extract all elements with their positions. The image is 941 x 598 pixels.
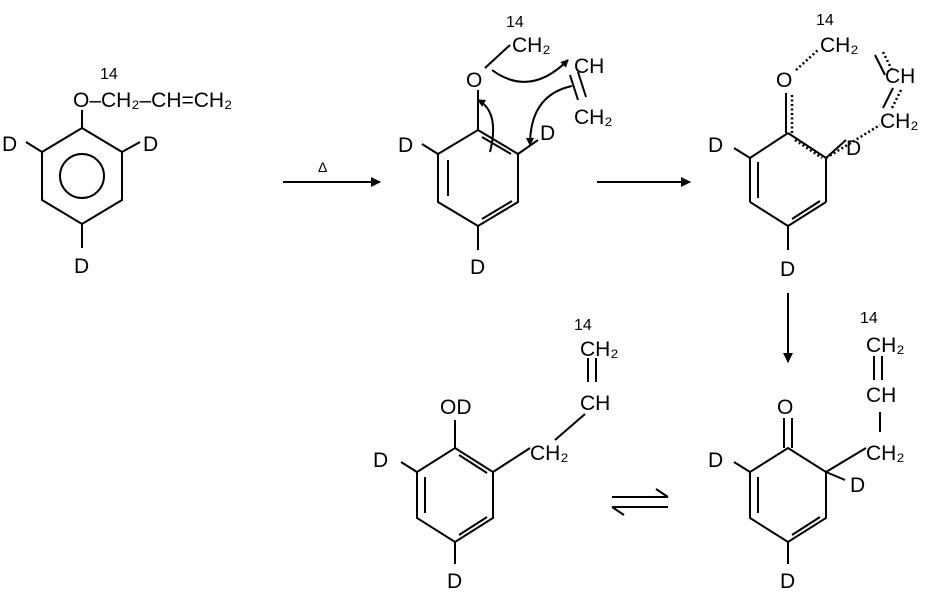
electron-pushing-structure: O 14 CH₂ CH CH₂ D D D xyxy=(398,14,612,279)
ch2-label: CH₂ xyxy=(530,442,568,465)
electron-arrow xyxy=(477,99,494,153)
od-label: OD xyxy=(440,396,472,419)
oxygen-label: O xyxy=(776,69,792,92)
deuterium-label: D xyxy=(74,255,89,278)
deuterium-label: D xyxy=(143,133,158,156)
ch2-label: CH₂ xyxy=(866,442,904,465)
ch2-label: CH₂ xyxy=(574,106,612,129)
ch-label: CH xyxy=(885,65,915,88)
transition-state: O 14 CH₂ CH CH₂ D D D xyxy=(708,12,918,281)
ch2-label: CH₂ xyxy=(866,334,904,357)
deuterium-label: D xyxy=(470,256,485,279)
deuterium-label: D xyxy=(708,134,723,157)
deuterium-label: D xyxy=(850,474,865,497)
deuterium-label: D xyxy=(846,137,861,160)
ch-label: CH xyxy=(580,392,610,415)
deuterium-label: D xyxy=(373,449,388,472)
ch-label: CH xyxy=(866,384,896,407)
dienone-intermediate: O 14 CH₂ CH CH₂ D D D xyxy=(708,310,904,593)
oxygen-label: O xyxy=(777,396,793,419)
ch2-label: CH₂ xyxy=(580,338,618,361)
deuterium-label: D xyxy=(2,133,17,156)
deuterium-label: D xyxy=(447,570,462,593)
isotope-label: 14 xyxy=(506,14,524,31)
isotope-label: 14 xyxy=(816,12,834,29)
oxygen-label: O xyxy=(466,69,482,92)
heat-label: Δ xyxy=(318,159,327,175)
ch2-label: CH₂ xyxy=(820,34,858,57)
ch2-label: CH₂ xyxy=(880,110,918,133)
deuterium-label: D xyxy=(398,134,413,157)
deuterium-label: D xyxy=(708,449,723,472)
electron-arrow xyxy=(526,85,573,146)
aromatic-circle xyxy=(59,153,105,199)
starting-ether: 14 O–CH₂–CH=CH₂ D D D xyxy=(2,66,232,278)
ch-label: CH xyxy=(574,55,604,78)
ch2-label: CH₂ xyxy=(512,34,550,57)
equilibrium-arrows xyxy=(611,488,669,516)
deuterium-label: D xyxy=(780,258,795,281)
electron-arrow xyxy=(491,59,569,83)
deuterium-label: D xyxy=(780,570,795,593)
isotope-label: 14 xyxy=(574,317,592,334)
deuterium-label: D xyxy=(540,122,555,145)
allyl-ether-chain: O–CH₂–CH=CH₂ xyxy=(73,89,232,112)
isotope-label: 14 xyxy=(100,66,118,83)
phenol-product: OD 14 CH₂ CH CH₂ D D xyxy=(373,317,618,593)
isotope-label: 14 xyxy=(860,310,878,327)
